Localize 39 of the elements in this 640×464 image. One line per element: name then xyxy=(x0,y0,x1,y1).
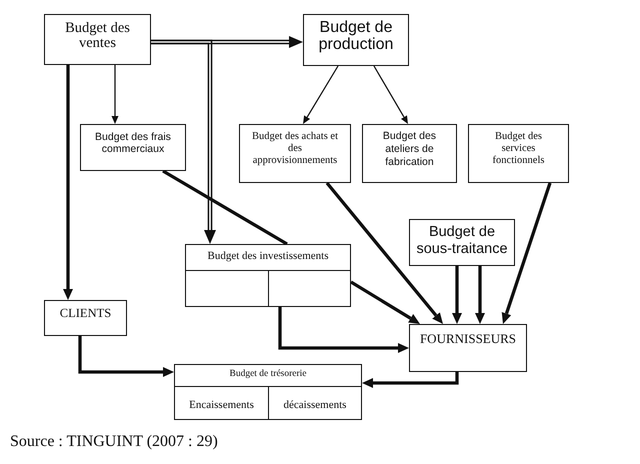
budget-box xyxy=(409,219,515,266)
budget-table xyxy=(185,244,351,307)
arrow xyxy=(112,65,118,124)
box-label: FOURNISSEURS xyxy=(419,331,517,347)
arrow xyxy=(278,307,409,353)
budget-box xyxy=(239,124,351,183)
arrow xyxy=(303,66,339,124)
box-label: Budget des ateliers de fabrication xyxy=(382,130,437,170)
budget-box xyxy=(80,124,186,171)
partner-box xyxy=(409,324,527,372)
box-label: Budget des achats et des approvisionnements xyxy=(251,131,339,168)
connector-line xyxy=(162,170,288,246)
double-arrow xyxy=(151,40,216,244)
arrow xyxy=(362,372,459,388)
cell-label: Encaissements xyxy=(188,399,254,412)
budget-box xyxy=(303,14,409,66)
box-label: Budget des services fonctionnels xyxy=(492,131,545,168)
arrow xyxy=(452,266,462,324)
cell-label: décaissements xyxy=(283,399,347,412)
box-label: Budget de production xyxy=(318,20,394,54)
arrow xyxy=(326,182,443,324)
budget-box xyxy=(44,14,151,65)
partner-box xyxy=(44,300,127,336)
arrow xyxy=(373,66,408,124)
table-title: Budget de trésorerie xyxy=(228,369,308,380)
arrow xyxy=(350,280,420,324)
box-label: CLIENTS xyxy=(59,306,112,321)
budget-box xyxy=(362,124,457,183)
budget-table xyxy=(174,364,362,420)
arrow xyxy=(502,182,552,324)
source-note: Source : TINGUINT (2007 : 29) xyxy=(10,433,218,451)
arrow xyxy=(78,336,174,377)
arrow xyxy=(63,65,73,300)
box-label: Budget des ventes xyxy=(64,20,130,51)
arrow xyxy=(475,266,485,324)
budget-box xyxy=(468,124,569,183)
box-label: Budget de sous-traitance xyxy=(416,224,508,258)
table-title: Budget des investissements xyxy=(207,250,329,264)
box-label: Budget des frais commerciaux xyxy=(94,131,172,156)
